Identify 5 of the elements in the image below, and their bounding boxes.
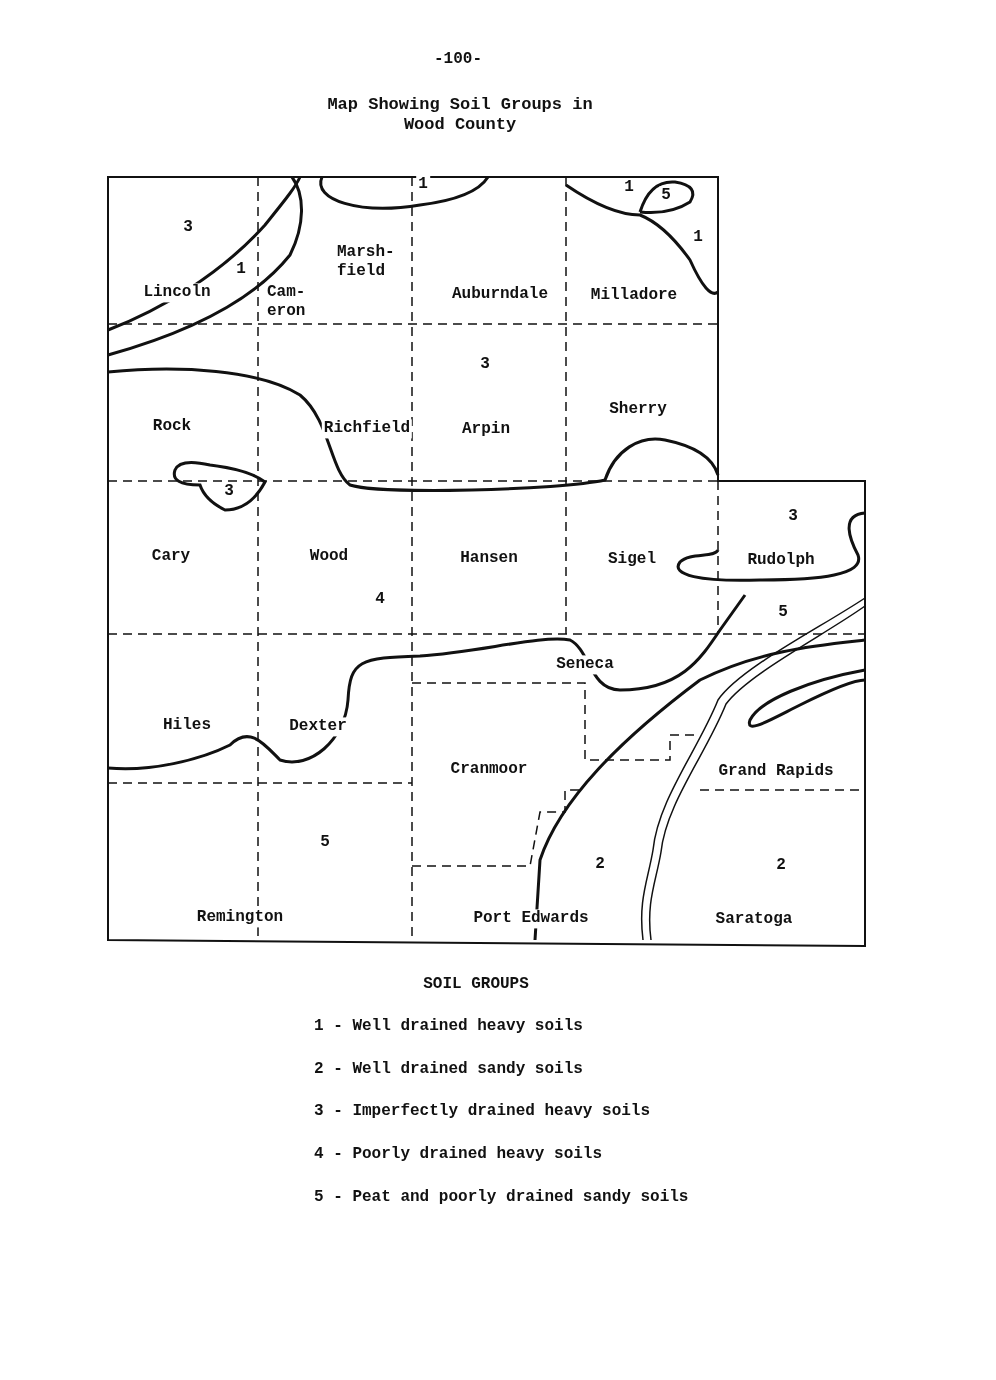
town-name: Richfield: [321, 419, 413, 439]
town-name: Seneca: [554, 655, 616, 675]
town-name: Dexter: [287, 717, 349, 737]
town-name: Port Edwards: [471, 909, 591, 929]
town-name: Remington: [194, 908, 286, 928]
